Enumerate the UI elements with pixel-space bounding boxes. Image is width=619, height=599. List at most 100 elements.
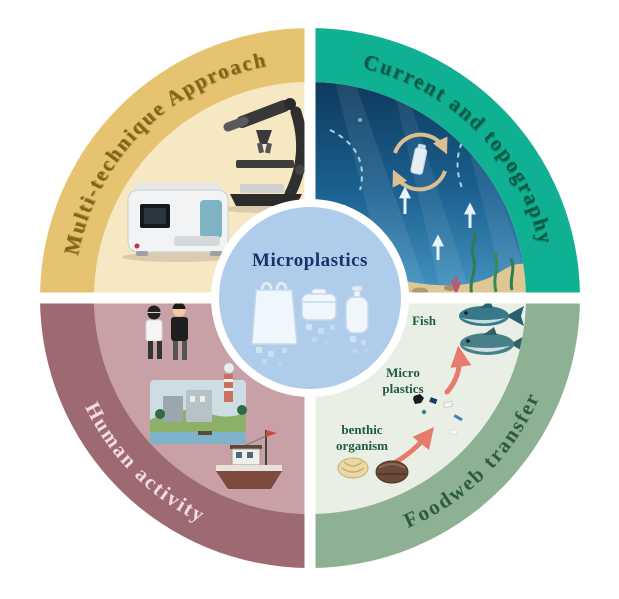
bag-handle <box>260 281 273 291</box>
bottom-left-ring <box>40 298 310 568</box>
factory-window <box>190 396 195 402</box>
micro-plastics-label-line2: plastics <box>382 381 423 396</box>
water-strip <box>150 432 246 444</box>
human-activity-illustration <box>145 302 282 489</box>
shell-icon <box>337 457 369 479</box>
boat-hull <box>216 471 282 489</box>
seaweed-icon <box>469 231 477 297</box>
red-coral-icon <box>450 276 462 293</box>
factory-illustration <box>150 363 247 444</box>
factory-window <box>200 396 205 402</box>
benthic-organism-label-line2: organism <box>336 438 388 453</box>
fish-belly <box>461 318 506 324</box>
micro-plastics-label-line1: Micro <box>386 365 420 380</box>
objective-lens <box>265 142 272 154</box>
person-body <box>145 319 163 342</box>
microscope-eyepiece <box>223 116 249 132</box>
floating-bottle-icon <box>410 143 428 175</box>
benthic-organism-label-line1: benthic <box>341 422 382 437</box>
plastic-fragment <box>449 428 458 436</box>
microscope-head <box>236 100 290 128</box>
plastic-fragment <box>353 349 357 353</box>
top-left-ring <box>40 28 310 298</box>
seaweed-icon <box>493 251 499 293</box>
sample-window-inner <box>144 208 166 224</box>
plastic-container-icon <box>301 288 337 345</box>
plastic-fragment <box>429 397 438 405</box>
microscope-illuminator <box>240 184 284 193</box>
shell-ridge <box>341 467 365 473</box>
microscope-arm <box>284 106 308 200</box>
spectrometer-shadow <box>122 252 234 262</box>
bottle-body <box>410 147 428 175</box>
light-ray <box>335 82 430 298</box>
clam-icon <box>375 460 409 484</box>
objective-lens <box>257 142 264 154</box>
plastic-fragment <box>256 347 262 353</box>
chimney-stripe <box>224 388 233 391</box>
fish-fin <box>483 327 497 335</box>
person-hair <box>172 302 186 309</box>
foodweb-illustration: Fish Micro plastics benthic or <box>336 300 526 484</box>
bottom-right-ring <box>310 298 580 568</box>
people-icons <box>145 302 188 360</box>
person-hair <box>147 305 161 312</box>
transfer-arrow-to-microplastics <box>391 427 434 466</box>
power-led <box>134 243 140 249</box>
person-body <box>171 317 188 341</box>
clam-highlight <box>378 463 406 469</box>
instruments-illustration <box>122 98 310 262</box>
person-leg <box>157 341 162 359</box>
factory-building <box>163 396 183 422</box>
foot <box>136 251 148 256</box>
cabin-window <box>247 452 253 458</box>
top-right-ring <box>310 28 580 298</box>
foot <box>210 251 222 256</box>
center-title: Microplastics <box>252 250 368 271</box>
bottle-cap <box>351 285 363 292</box>
smoke-puff <box>224 363 234 373</box>
cabin-window <box>236 452 242 458</box>
bag-handle <box>275 281 288 291</box>
tree-icon <box>155 409 165 419</box>
plastic-fragment <box>364 349 368 353</box>
person-leg <box>182 341 187 360</box>
person-leg <box>173 341 178 360</box>
spectrometer-accent-panel <box>200 200 222 238</box>
plastic-fragment <box>429 422 441 428</box>
plastic-fragment <box>413 394 424 404</box>
control-strip <box>174 236 220 246</box>
plastic-fragment <box>350 336 356 342</box>
hull-stripe <box>216 465 282 471</box>
circulation-arrow-icon <box>392 169 447 192</box>
plastic-fragment <box>318 328 324 334</box>
plastic-fragment <box>268 351 274 357</box>
microplastic-debris <box>413 394 463 436</box>
tree-icon <box>237 405 247 415</box>
circulation-arrow-icon <box>393 132 448 155</box>
factory-building <box>186 390 212 422</box>
plastic-fragment <box>330 325 335 330</box>
bubble <box>358 118 362 122</box>
plastic-fragment <box>282 348 287 353</box>
plastic-fragment <box>306 324 312 330</box>
person-hair <box>147 313 161 320</box>
fish-eye <box>464 311 468 315</box>
plastic-fragment <box>324 341 328 345</box>
container-body <box>301 293 337 321</box>
focus-knob <box>295 165 305 175</box>
spectrometer-illustration <box>122 183 234 262</box>
objective-turret <box>256 130 272 144</box>
chimney-stripe <box>224 379 233 382</box>
microscope-camera <box>284 98 296 110</box>
plastic-bag-icon <box>251 281 298 365</box>
transfer-arrow-to-fish <box>444 345 472 395</box>
fish-label: Fish <box>412 313 437 328</box>
plastic-fragment <box>421 409 427 415</box>
boat-flag <box>266 430 277 437</box>
fish-icon <box>459 300 524 326</box>
small-boat <box>198 431 212 435</box>
fishing-boat-illustration <box>216 430 282 489</box>
shell-ridge <box>343 461 363 467</box>
